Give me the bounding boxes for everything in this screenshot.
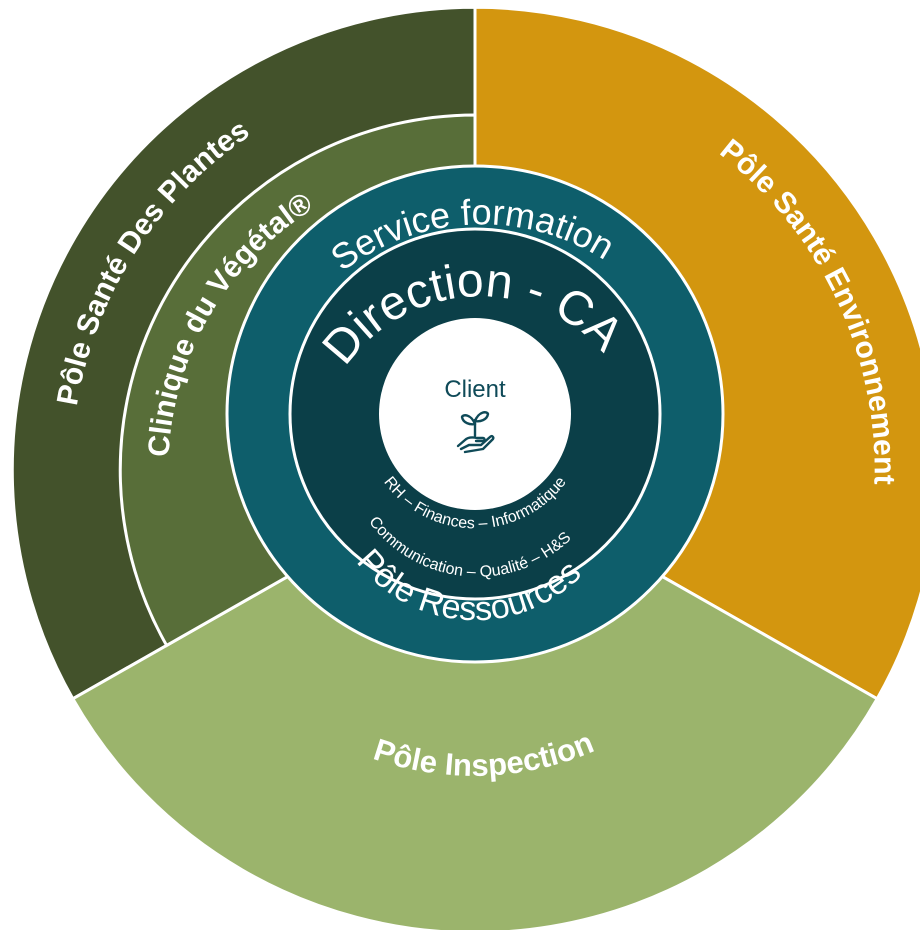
plant-in-hand-icon (456, 411, 495, 454)
client-circle (379, 318, 571, 510)
client-label: Client (444, 376, 506, 403)
